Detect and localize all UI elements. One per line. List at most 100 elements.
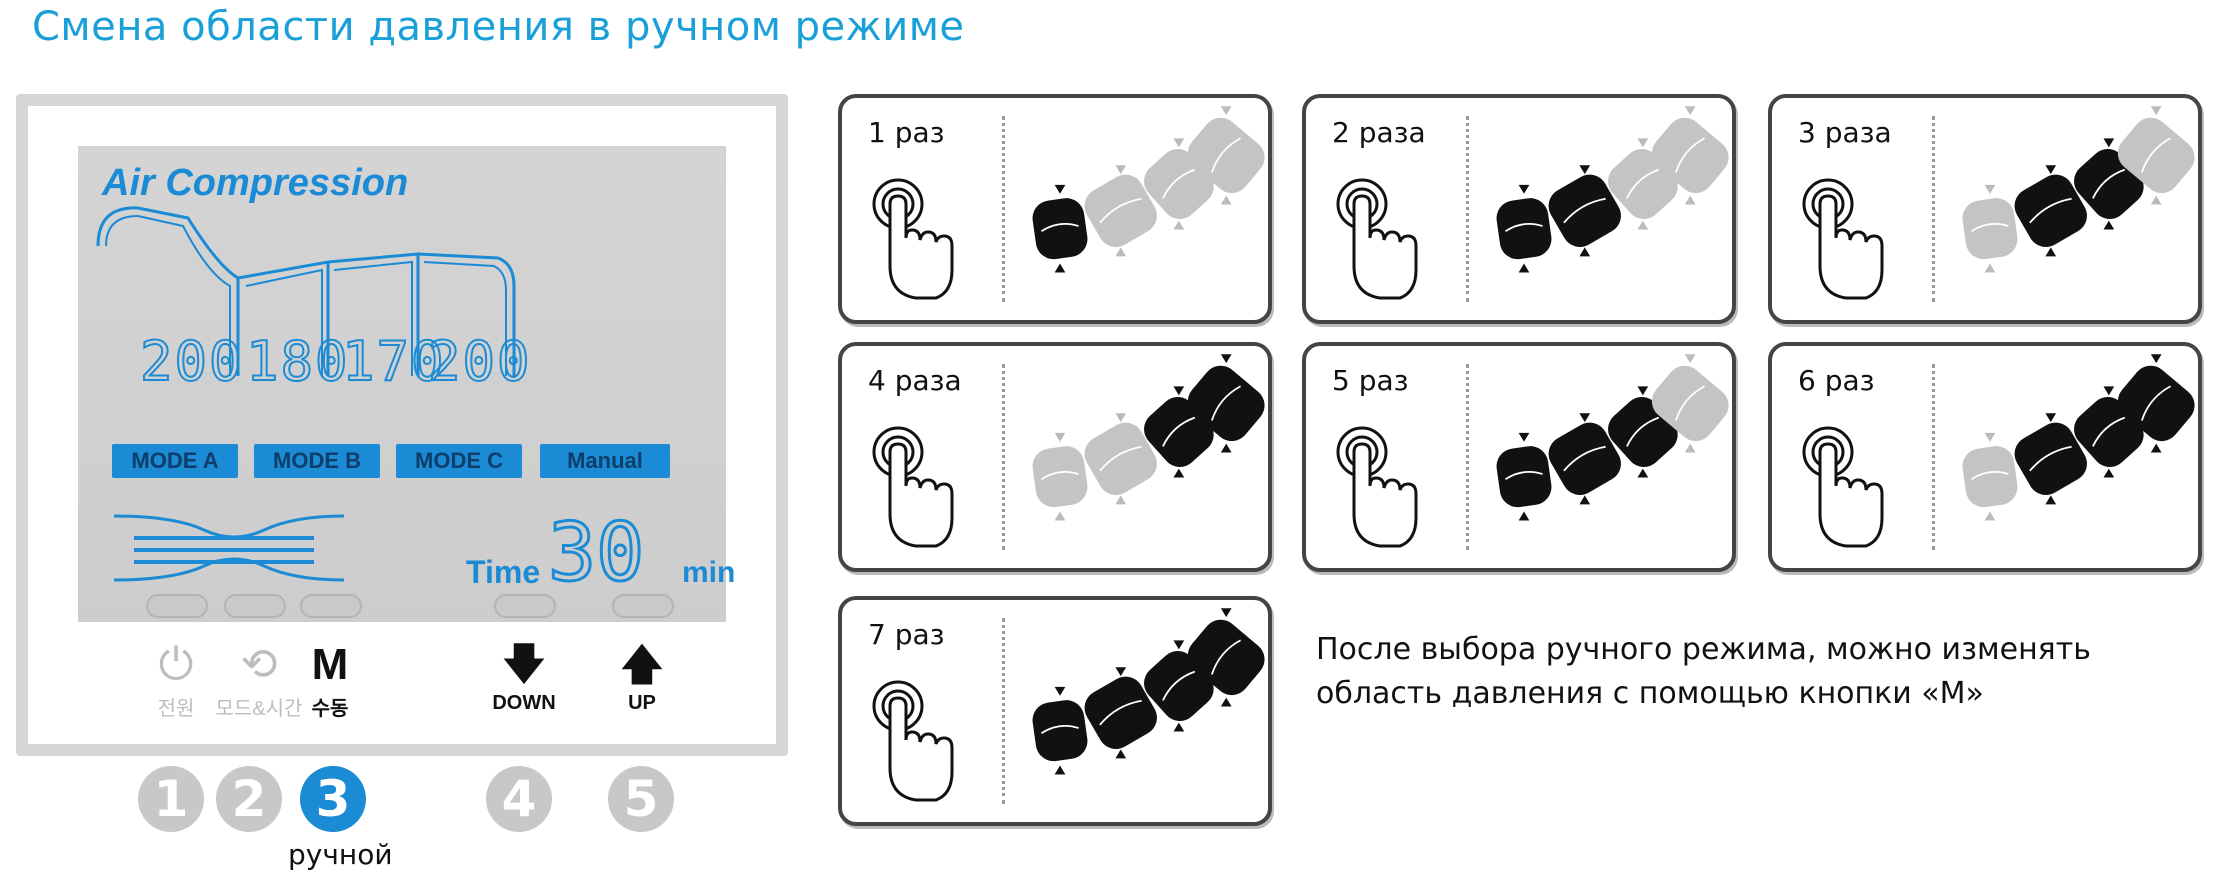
- device-face: Air Compression 200 180 170 200 MODE A: [28, 106, 776, 744]
- step-box-2: 2 раза: [1302, 94, 1736, 324]
- mode-c-indicator: MODE C: [396, 444, 522, 478]
- cuff-chamber-2: [1548, 422, 1621, 495]
- cuff-chamber-2: [1084, 422, 1157, 495]
- down-arrow-icon: 🡇: [501, 640, 547, 689]
- step-number-2: 2: [216, 766, 282, 832]
- time-label: Time: [466, 554, 541, 590]
- press-hand-icon: [868, 422, 958, 557]
- arm-cuff-diagram: [1482, 98, 1734, 325]
- cuff-chamber-1: [1962, 198, 2018, 260]
- page-title: Смена области давления в ручном режиме: [32, 4, 965, 50]
- power-label: 전원: [157, 698, 195, 720]
- divider: [1002, 116, 1005, 302]
- airflow-icon: [114, 514, 345, 582]
- cuff-chamber-1: [1032, 700, 1088, 762]
- up-control: 🡅 UP: [592, 640, 692, 715]
- arm-cuff-diagram: [1482, 346, 1734, 573]
- mode-control: ⟲ 모드&시간: [214, 640, 304, 721]
- press-hand-icon: [1332, 174, 1422, 309]
- step-label: 6 раз: [1798, 364, 1875, 397]
- divider: [1466, 364, 1469, 550]
- divider: [1002, 364, 1005, 550]
- manual-button[interactable]: [300, 594, 362, 618]
- cuff-chamber-4: [1187, 117, 1265, 194]
- step-box-5: 5 раз: [1302, 342, 1736, 572]
- arm-cuff-diagram: [1018, 98, 1270, 325]
- mode-button[interactable]: [224, 594, 286, 618]
- step-label: 7 раз: [868, 618, 945, 651]
- step-box-1: 1 раз: [838, 94, 1272, 324]
- down-button[interactable]: [494, 594, 556, 618]
- divider: [1932, 116, 1935, 302]
- chamber-3-pressure: 170: [341, 329, 446, 394]
- up-button[interactable]: [612, 594, 674, 618]
- divider: [1932, 364, 1935, 550]
- cuff-chamber-4: [1651, 117, 1729, 194]
- power-control: ⏻ 전원: [146, 640, 206, 721]
- cuff-chamber-1: [1032, 446, 1088, 508]
- cuff-chamber-1: [1032, 198, 1088, 260]
- power-icon: ⏻: [158, 640, 194, 689]
- step-number-5: 5: [608, 766, 674, 832]
- cuff-chamber-2: [1084, 676, 1157, 749]
- step-label: 5 раз: [1332, 364, 1409, 397]
- step-label: 4 раза: [868, 364, 962, 397]
- manual-control: M 수동: [300, 640, 360, 721]
- press-hand-icon: [1798, 174, 1888, 309]
- press-hand-icon: [1798, 422, 1888, 557]
- cuff-chamber-1: [1496, 446, 1552, 508]
- arm-cuff-diagram: [1948, 346, 2200, 573]
- manual-indicator: Manual: [540, 444, 670, 478]
- leg-outline-icon: [96, 206, 516, 378]
- step-box-6: 6 раз: [1768, 342, 2202, 572]
- divider: [1466, 116, 1469, 302]
- manual-caption: ручной: [288, 838, 393, 871]
- cuff-chamber-2: [2014, 422, 2087, 495]
- step-number-3: 3: [300, 766, 366, 832]
- step-label: 2 раза: [1332, 116, 1426, 149]
- press-hand-icon: [1332, 422, 1422, 557]
- press-hand-icon: [868, 174, 958, 309]
- note-line-1: После выбора ручного режима, можно измен…: [1316, 632, 2091, 667]
- arm-cuff-diagram: [1018, 600, 1270, 827]
- chamber-4-pressure: 200: [427, 329, 532, 394]
- chamber-1-pressure: 200: [139, 329, 244, 394]
- step-number-4: 4: [486, 766, 552, 832]
- lcd-title: Air Compression: [102, 162, 409, 204]
- step-label: 3 раза: [1798, 116, 1892, 149]
- manual-icon: M: [311, 640, 349, 689]
- step-box-3: 3 раза: [1768, 94, 2202, 324]
- arm-cuff-diagram: [1018, 346, 1270, 573]
- arm-cuff-diagram: [1948, 98, 2200, 325]
- mode-cycle-icon: ⟲: [240, 640, 278, 689]
- divider: [1002, 618, 1005, 804]
- step-box-7: 7 раз: [838, 596, 1272, 826]
- cuff-chamber-2: [2014, 174, 2087, 247]
- manual-label: 수동: [311, 698, 349, 720]
- step-label: 1 раз: [868, 116, 945, 149]
- cuff-chamber-1: [1496, 198, 1552, 260]
- cuff-chamber-4: [2117, 117, 2195, 194]
- cuff-chamber-4: [1187, 619, 1265, 696]
- cuff-chamber-1: [1962, 446, 2018, 508]
- step-box-4: 4 раза: [838, 342, 1272, 572]
- cuff-chamber-4: [2117, 365, 2195, 442]
- instruction-note: После выбора ручного режима, можно измен…: [1316, 628, 2091, 716]
- cuff-chamber-4: [1651, 365, 1729, 442]
- lcd-screen: Air Compression 200 180 170 200 MODE A: [78, 146, 735, 622]
- cuff-chamber-2: [1548, 174, 1621, 247]
- chamber-2-pressure: 180: [245, 329, 350, 394]
- press-hand-icon: [868, 676, 958, 811]
- cuff-chamber-4: [1187, 365, 1265, 442]
- mode-a-indicator: MODE A: [112, 444, 238, 478]
- device-panel: Air Compression 200 180 170 200 MODE A: [16, 94, 788, 756]
- up-label: UP: [628, 692, 656, 714]
- up-arrow-icon: 🡅: [619, 640, 665, 689]
- mode-b-indicator: MODE B: [254, 444, 380, 478]
- time-value: 30: [546, 505, 645, 601]
- down-label: DOWN: [492, 692, 556, 714]
- step-number-1: 1: [138, 766, 204, 832]
- power-button[interactable]: [146, 594, 208, 618]
- note-line-2: область давления с помощью кнопки «M»: [1316, 676, 1984, 711]
- time-unit: min: [682, 556, 736, 589]
